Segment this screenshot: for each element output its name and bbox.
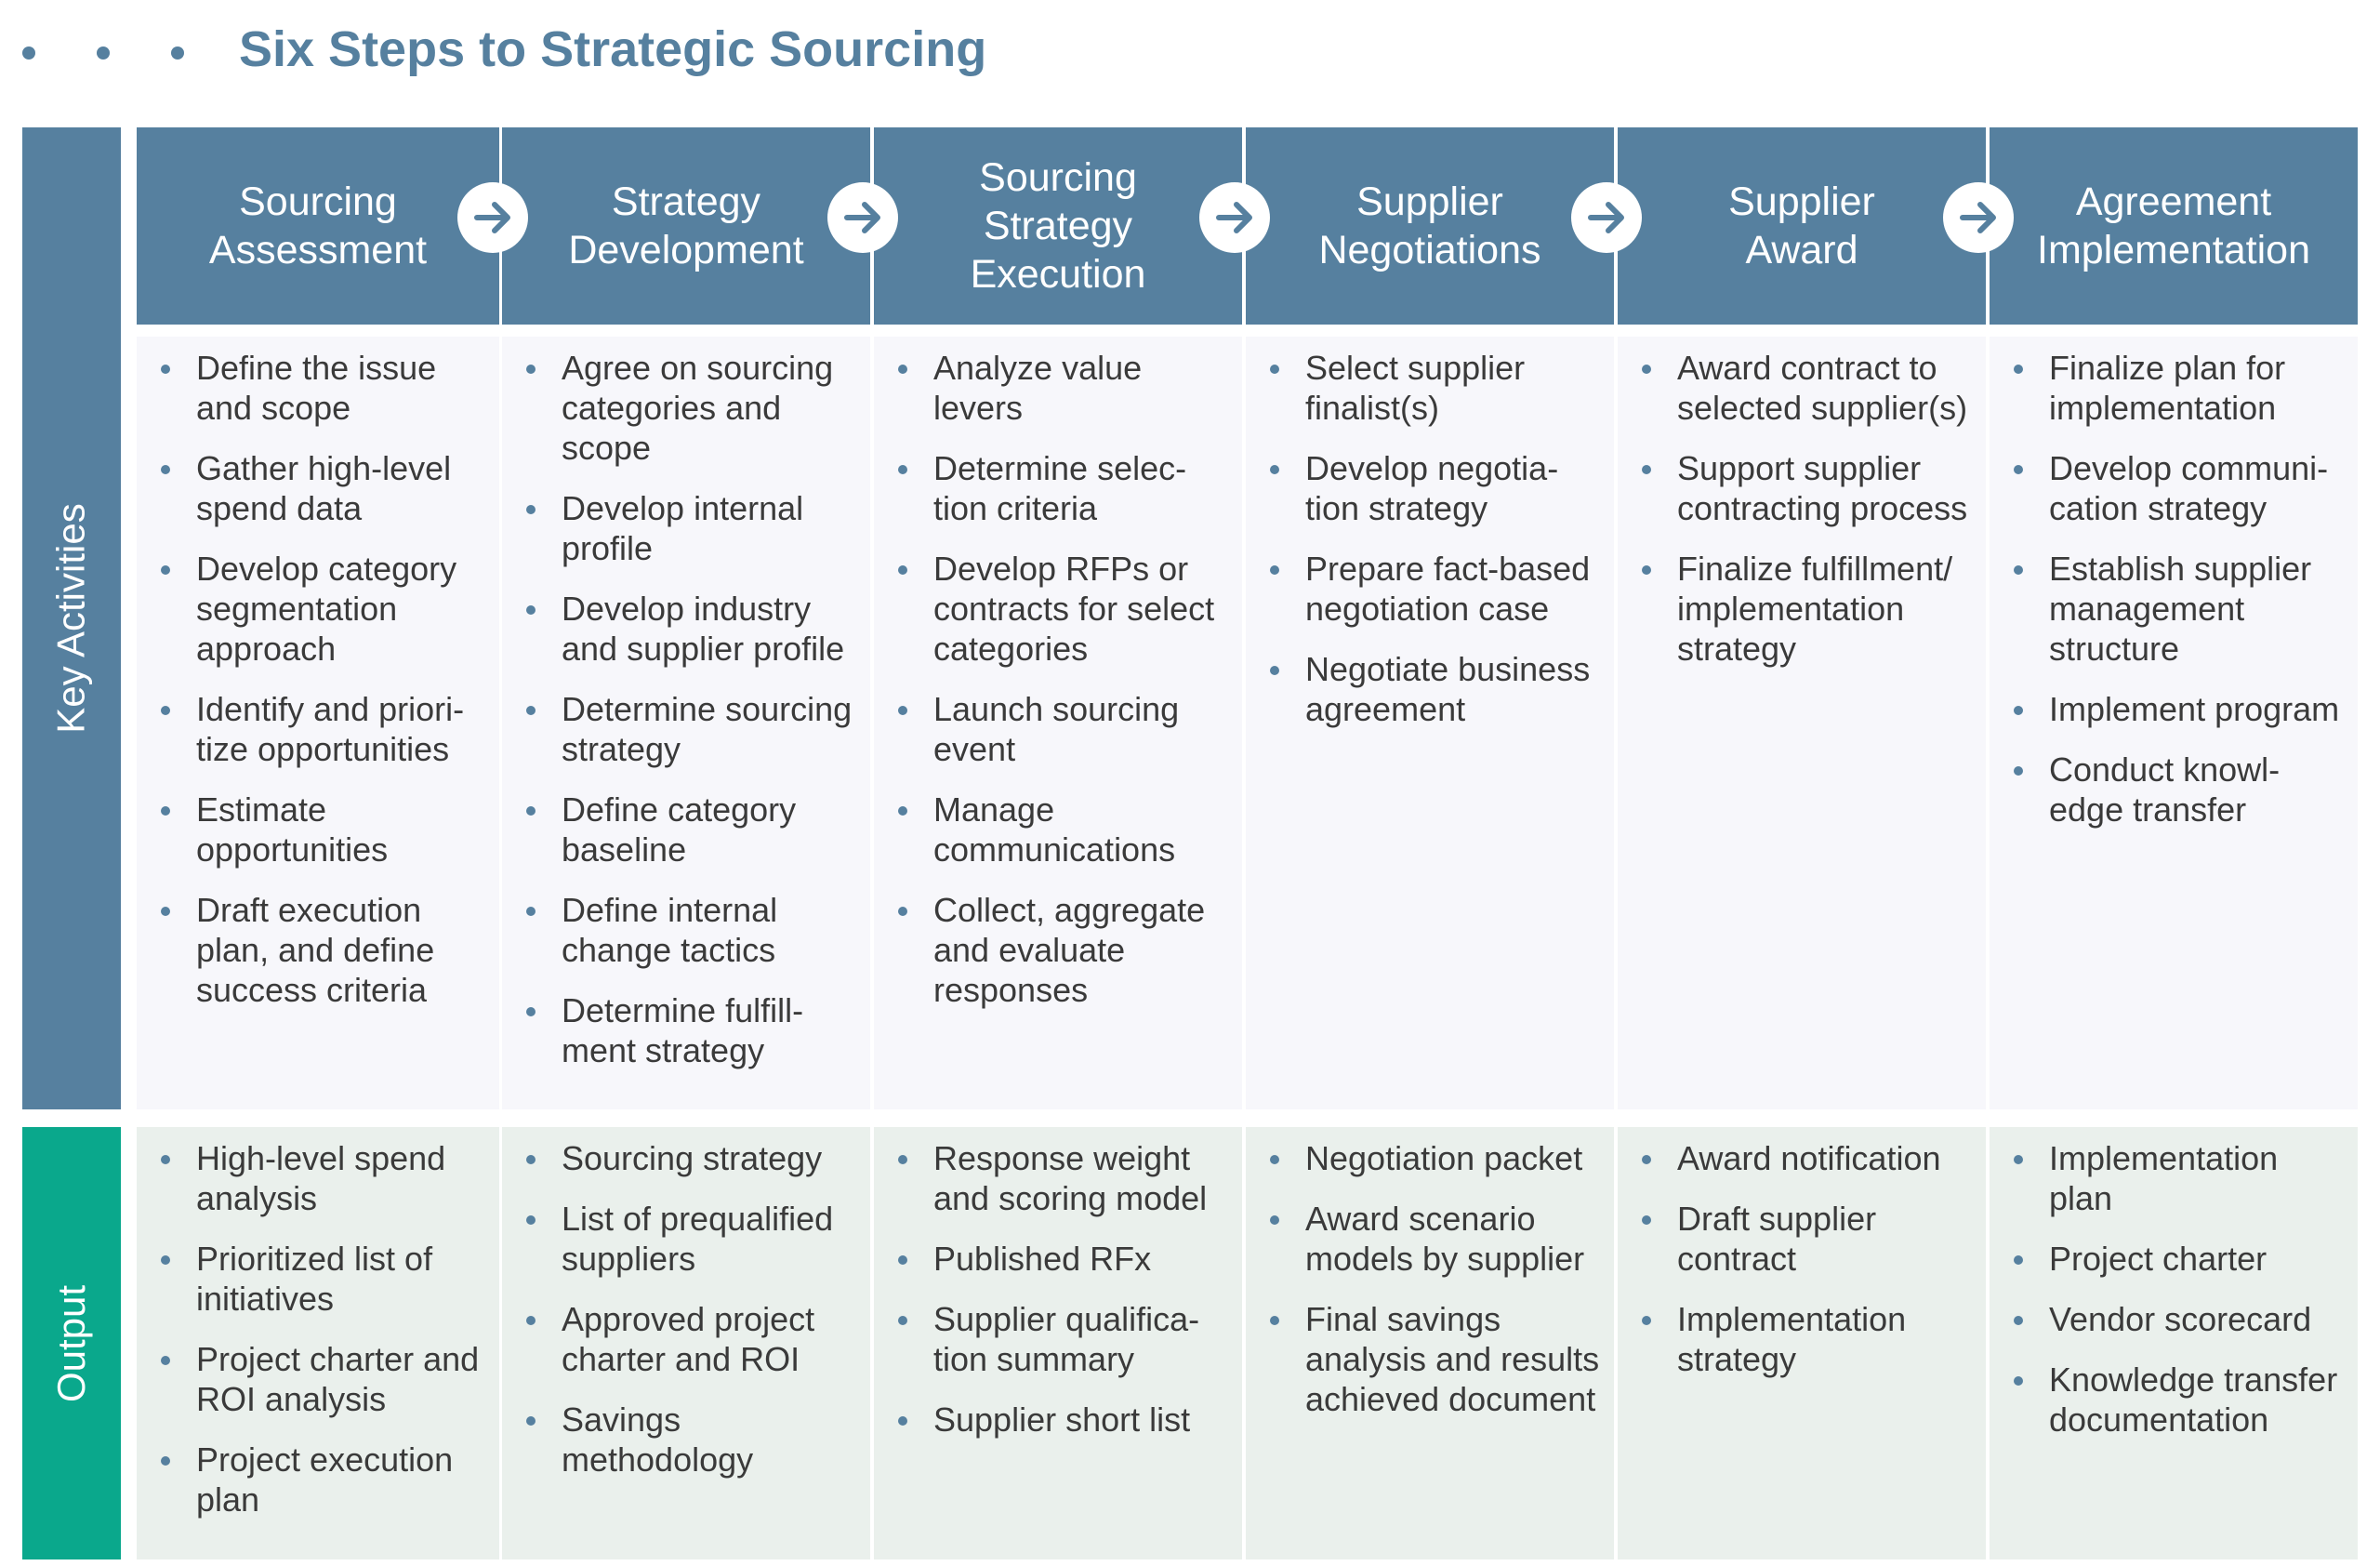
output-item: Supplier qualifica-tion summary <box>883 1299 1229 1379</box>
output-item: Response weight and scoring model <box>883 1138 1229 1218</box>
arrow-right-icon <box>1943 182 2014 253</box>
activities-cell: Select supplier finalist(s) Develop negot… <box>1246 337 1614 1109</box>
activity-item: Collect, aggregate and evaluate response… <box>883 890 1229 1010</box>
activity-item: Support supplier contracting process <box>1627 448 1973 528</box>
activity-item: Develop industry and supplier profile <box>511 589 857 669</box>
step-header-line: Strategy <box>611 179 761 224</box>
output-item: Implementation plan <box>1999 1138 2345 1218</box>
dot-icon[interactable] <box>171 46 184 60</box>
step-header-line: Execution <box>970 252 1146 297</box>
activities-cell: Award contract to selected supplier(s) Su… <box>1618 337 1986 1109</box>
step-header-line: Sourcing <box>239 179 397 224</box>
output-item: Final savings analysis and results achie… <box>1255 1299 1601 1419</box>
arrow-right-icon <box>457 182 528 253</box>
step-header-line: Sourcing <box>979 155 1137 200</box>
output-item: Sourcing strategy <box>511 1138 857 1178</box>
activity-item: Analyze value levers <box>883 348 1229 428</box>
activity-item: Define the issue and scope <box>146 348 486 428</box>
output-item: Prioritized list of initiatives <box>146 1239 486 1319</box>
output-item: High-level spend analysis <box>146 1138 486 1218</box>
step-header-line: Implementation <box>2037 228 2310 272</box>
output-item: Knowledge transfer documentation <box>1999 1360 2345 1440</box>
key-activities-label: Key Activities <box>22 127 121 1109</box>
output-item: Award notification <box>1627 1138 1973 1178</box>
output-item: Implementation strategy <box>1627 1299 1973 1379</box>
step-header-line: Development <box>568 228 804 272</box>
step-header-line: Strategy <box>983 204 1133 248</box>
output-item: Published RFx <box>883 1239 1229 1279</box>
activity-item: Determine sourcing strategy <box>511 689 857 769</box>
activity-item: Agree on sourcing categories and scope <box>511 348 857 468</box>
step-header-line: Assessment <box>208 228 428 272</box>
output-item: Project charter and ROI analysis <box>146 1339 486 1419</box>
activity-item: Define internal change tactics <box>511 890 857 970</box>
activity-item: Award contract to selected supplier(s) <box>1627 348 1973 428</box>
activity-item: Identify and priori-tize opportunities <box>146 689 486 769</box>
activity-item: Launch sourcing event <box>883 689 1229 769</box>
activity-item: Determine fulfill-ment strategy <box>511 990 857 1070</box>
activity-item: Establish supplier management structure <box>1999 549 2345 669</box>
activity-item: Define category baseline <box>511 790 857 869</box>
output-item: Approved project charter and ROI <box>511 1299 857 1379</box>
output-item: Savings methodology <box>511 1400 857 1480</box>
output-label: Output <box>22 1127 121 1559</box>
activity-item: Finalize fulfillment/ implementation str… <box>1627 549 1973 669</box>
activity-item: Draft execution plan, and define success… <box>146 890 486 1010</box>
step-header-line: Award <box>1745 228 1858 272</box>
activity-item: Estimate opportunities <box>146 790 486 869</box>
activity-item: Develop RFPs or contracts for select cat… <box>883 549 1229 669</box>
output-item: Vendor scorecard <box>1999 1299 2345 1339</box>
step-header-line: Agreement <box>2075 179 2272 224</box>
activity-item: Determine selec-tion criteria <box>883 448 1229 528</box>
title-bar: Six Steps to Strategic Sourcing <box>0 0 2380 112</box>
activity-item: Conduct knowl-edge transfer <box>1999 750 2345 829</box>
activity-item: Develop negotia-tion strategy <box>1255 448 1601 528</box>
dot-icon[interactable] <box>97 46 110 60</box>
output-item: Project execution plan <box>146 1440 486 1520</box>
activity-item: Select supplier finalist(s) <box>1255 348 1601 428</box>
activity-item: Implement program <box>1999 689 2345 729</box>
activity-item: Finalize plan for implementation <box>1999 348 2345 428</box>
activity-item: Develop internal profile <box>511 488 857 568</box>
activity-item: Negotiate business agreement <box>1255 649 1601 729</box>
arrow-right-icon <box>827 182 898 253</box>
activity-item: Develop communi-cation strategy <box>1999 448 2345 528</box>
dot-icon[interactable] <box>22 46 35 60</box>
step-header-line: Supplier <box>1356 179 1503 224</box>
arrow-right-icon <box>1571 182 1642 253</box>
output-item: Supplier short list <box>883 1400 1229 1440</box>
output-item: Negotiation packet <box>1255 1138 1601 1178</box>
key-activities-label-text: Key Activities <box>49 503 93 734</box>
step-header-line: Supplier <box>1728 179 1875 224</box>
output-item: Project charter <box>1999 1239 2345 1279</box>
step-header-line: Negotiations <box>1318 228 1541 272</box>
output-label-text: Output <box>49 1284 93 1402</box>
page-title: Six Steps to Strategic Sourcing <box>239 21 987 77</box>
activity-item: Manage communications <box>883 790 1229 869</box>
arrow-right-icon <box>1199 182 1270 253</box>
output-item: Award scenario models by supplier <box>1255 1199 1601 1279</box>
activity-item: Develop category segmentation approach <box>146 549 486 669</box>
output-item: List of prequalified suppliers <box>511 1199 857 1279</box>
activity-item: Gather high-level spend data <box>146 448 486 528</box>
output-item: Draft supplier contract <box>1627 1199 1973 1279</box>
activity-item: Prepare fact-based negotiation case <box>1255 549 1601 629</box>
